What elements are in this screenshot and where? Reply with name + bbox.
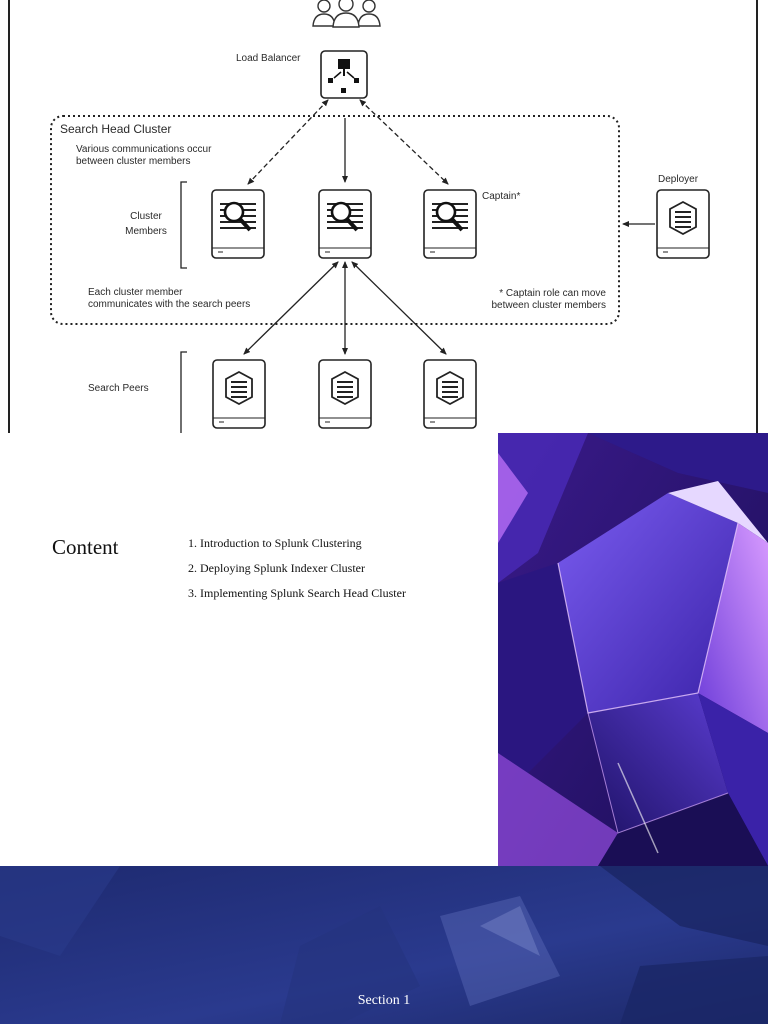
deployer-label: Deployer bbox=[658, 174, 699, 185]
section-slide: Section 1 bbox=[0, 866, 768, 1024]
cluster-members-label-line-2: Members bbox=[125, 226, 167, 237]
cluster-member-2 bbox=[317, 188, 373, 260]
section-background-crystals bbox=[0, 866, 768, 1024]
load-balancer-label: Load Balancer bbox=[236, 53, 301, 64]
splunk-search-head-cluster-diagram: Load Balancer Search Head Cluster Variou… bbox=[0, 0, 768, 433]
cluster-members-bracket bbox=[180, 181, 187, 269]
diagram-graphics bbox=[8, 0, 758, 433]
toc-item: 2. Deploying Splunk Indexer Cluster bbox=[188, 561, 365, 575]
load-balancer-icon bbox=[320, 50, 368, 99]
content-title: Content bbox=[52, 535, 119, 559]
captain-note-line-2: between cluster members bbox=[491, 300, 607, 311]
captain-label: Captain* bbox=[482, 191, 521, 202]
toc-item: 3. Implementing Splunk Search Head Clust… bbox=[188, 586, 406, 600]
cluster-title: Search Head Cluster bbox=[60, 122, 172, 136]
cluster-note-line-1: Various communications occur bbox=[76, 144, 212, 155]
search-peer-1 bbox=[212, 359, 266, 429]
lb-to-heads-arrows bbox=[247, 99, 449, 185]
search-peer-3 bbox=[423, 359, 477, 429]
purple-crystal-image bbox=[498, 433, 768, 866]
table-of-contents: 1. Introduction to Splunk Clustering 2. … bbox=[188, 535, 406, 610]
peer-note-line-1: Each cluster member bbox=[88, 287, 183, 298]
search-peers-bracket bbox=[180, 351, 187, 433]
cluster-member-1 bbox=[210, 188, 266, 260]
cluster-members-label-line-1: Cluster bbox=[130, 211, 162, 222]
deployer-server bbox=[656, 189, 710, 259]
content-slide: Content 1. Introduction to Splunk Cluste… bbox=[0, 433, 768, 866]
peer-note-line-2: communicates with the search peers bbox=[88, 299, 251, 310]
cluster-member-captain bbox=[422, 188, 478, 260]
section-label: Section 1 bbox=[357, 993, 411, 1008]
search-peer-2 bbox=[318, 359, 372, 429]
captain-note-line-1: * Captain role can move bbox=[499, 288, 606, 299]
cluster-note-line-2: between cluster members bbox=[76, 156, 191, 167]
head-to-peers-arrows bbox=[243, 261, 447, 355]
toc-item: 1. Introduction to Splunk Clustering bbox=[188, 536, 362, 550]
search-head-cluster-boundary bbox=[50, 115, 620, 325]
search-peers-label: Search Peers bbox=[88, 383, 149, 394]
users-icon bbox=[312, 0, 381, 28]
